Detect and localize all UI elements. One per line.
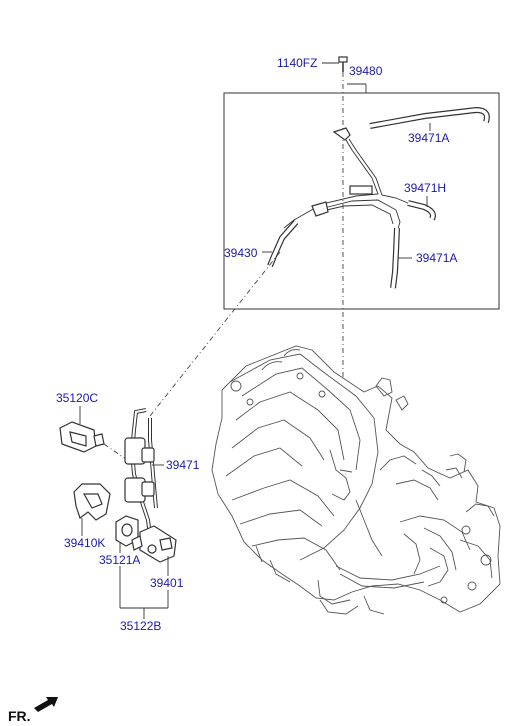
hose-39430 [267,220,299,268]
direction-label: FR. [8,708,31,724]
hose-39471a-upper [369,106,490,129]
label-39401: 39401 [150,576,184,590]
label-39430: 39430 [224,246,258,260]
bracket-39410k [73,483,111,521]
hose-assembly-box [223,92,500,310]
label-39471: 39471 [166,458,200,472]
label-1140fz: 1140FZ [277,56,317,70]
front-arrow-icon [34,697,58,712]
label-39471a-lower: 39471A [416,251,457,265]
label-39471h: 39471H [404,181,446,195]
routing-dash-line [149,251,281,417]
label-35120c: 35120C [56,391,98,405]
label-39480: 39480 [349,64,383,78]
label-39471a-upper: 39471A [408,131,449,145]
hose-39471h [407,200,436,221]
engine-block [211,345,501,615]
solenoid-39401 [131,525,177,563]
sensor-35120c [59,421,105,453]
label-39410k: 39410K [64,536,105,550]
bolt-1140fz [338,56,348,72]
group-bracket-35122b [119,566,169,619]
hose-39471 [124,408,158,537]
label-35122b: 35122B [120,619,161,633]
hose-39471a-lower [390,227,400,289]
label-35121a: 35121A [99,553,140,567]
metal-pipe-bundle [283,127,411,233]
